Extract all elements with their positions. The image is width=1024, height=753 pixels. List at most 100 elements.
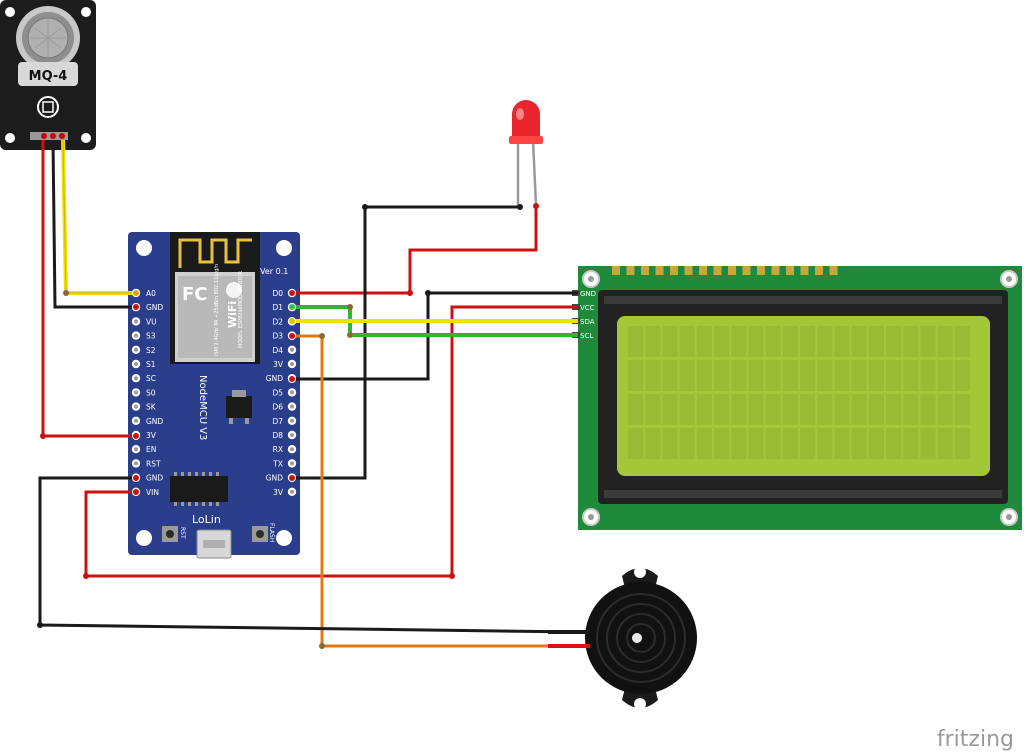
lcd-cell: [628, 428, 644, 459]
wire-endpoint: [132, 488, 140, 496]
lcd-cell: [714, 326, 730, 357]
pin-label-right: RX: [273, 445, 283, 454]
pin-label-left: S3: [146, 332, 156, 341]
lcd-pin-label: SDA: [580, 318, 595, 326]
lcd-cell: [679, 360, 695, 391]
wire-endpoint: [288, 332, 296, 340]
wire-led-gnd: [294, 205, 520, 480]
lcd-pad: [684, 266, 693, 275]
lcd-cell: [662, 326, 678, 357]
lcd-pad: [815, 266, 823, 275]
rst-label: RST: [179, 527, 186, 539]
lcd-cell: [954, 428, 970, 459]
lcd-cell: [782, 428, 798, 459]
pin-label-left: GND: [146, 303, 163, 312]
lcd-pad: [757, 266, 765, 275]
lcd-cell: [696, 360, 712, 391]
lcd-cell: [868, 428, 884, 459]
lcd-cell: [903, 360, 919, 391]
lcd-pad: [728, 266, 736, 275]
lcd-cell: [765, 394, 781, 425]
wire-endpoint: [132, 289, 140, 297]
pin-label-left: RST: [146, 459, 161, 468]
pin-label-left: S1: [146, 360, 156, 369]
rst-button[interactable]: [162, 526, 178, 542]
wires: [37, 139, 590, 649]
lcd-cell: [920, 428, 936, 459]
lcd-cell: [817, 360, 833, 391]
fritzing-watermark: fritzing: [937, 727, 1014, 752]
lcd-cell: [679, 394, 695, 425]
lcd-cell: [628, 360, 644, 391]
lcd-cell: [800, 428, 816, 459]
wire-lcd-vcc: [84, 305, 578, 578]
lcd-pad: [655, 266, 664, 275]
lcd-cell: [886, 326, 902, 357]
lcd-pad: [800, 266, 809, 275]
fcc-logo: FC: [182, 284, 208, 305]
pin-label-right: GND: [266, 374, 283, 383]
lcd-cell: [920, 326, 936, 357]
lcd-pad: [626, 266, 635, 275]
lcd-cell: [886, 394, 902, 425]
lcd-cell: [731, 360, 747, 391]
lcd-pad: [742, 266, 751, 275]
pin-label-left: EN: [146, 445, 156, 454]
lcd-pad: [713, 266, 722, 275]
lcd-cell: [645, 326, 661, 357]
lcd-cell: [851, 360, 867, 391]
lcd-cell: [731, 428, 747, 459]
nodemcu-board: FC WiFi MODEL ESP8266MOD VENDOR ISM 2.4G…: [128, 232, 300, 559]
lcd-cell: [765, 326, 781, 357]
lcd-cell: [834, 428, 850, 459]
lcd-cell: [731, 326, 747, 357]
pin-label-right: 3V: [273, 360, 284, 369]
lcd-cell: [834, 394, 850, 425]
lcd-cell: [937, 428, 953, 459]
lcd-cell: [645, 394, 661, 425]
lcd-cell: [628, 394, 644, 425]
wire-endpoint: [288, 317, 296, 325]
wire-sensor-vcc: [41, 140, 134, 438]
pin-label-left: A0: [146, 289, 156, 298]
pin-label-right: GND: [266, 474, 283, 483]
wire-endpoint: [132, 474, 140, 482]
lcd-top-pads: [612, 266, 838, 275]
lcd-cell: [834, 326, 850, 357]
lcd-cell: [696, 326, 712, 357]
lcd-character-grid: [628, 326, 970, 459]
lcd-cell: [954, 326, 970, 357]
lcd-pad: [699, 266, 707, 275]
lcd-cell: [851, 394, 867, 425]
pin-label-left: SC: [146, 374, 156, 383]
lcd-cell: [679, 326, 695, 357]
red-led: [509, 100, 543, 208]
lcd-cell: [800, 394, 816, 425]
lcd-cell: [748, 394, 764, 425]
lcd-pad: [771, 266, 780, 275]
lcd-cell: [851, 428, 867, 459]
lcd-cell: [748, 326, 764, 357]
lcd-cell: [731, 394, 747, 425]
lcd-cell: [903, 428, 919, 459]
wire-endpoint: [288, 303, 296, 311]
lcd-cell: [679, 428, 695, 459]
wire-endpoint: [132, 303, 140, 311]
pin-label-right: D2: [272, 317, 283, 326]
lcd-pad: [670, 266, 678, 275]
flash-button[interactable]: [252, 526, 268, 542]
lcd-cell: [868, 394, 884, 425]
wire-sensor-a0: [61, 139, 134, 295]
wire-sensor-gnd: [51, 139, 134, 309]
lcd-cell: [954, 360, 970, 391]
lcd-cell: [696, 394, 712, 425]
lcd-cell: [886, 360, 902, 391]
pin-label-left: GND: [146, 474, 163, 483]
lcd-cell: [696, 428, 712, 459]
lcd-cell: [903, 326, 919, 357]
wire-d3-buzzer: [294, 334, 580, 648]
lcd-cell: [954, 394, 970, 425]
wire-endpoint: [132, 432, 140, 440]
ism-text: ISM 2.4GHz PA +25dBm 802.11b/g/n: [214, 264, 220, 356]
pin-label-right: 3V: [273, 488, 284, 497]
